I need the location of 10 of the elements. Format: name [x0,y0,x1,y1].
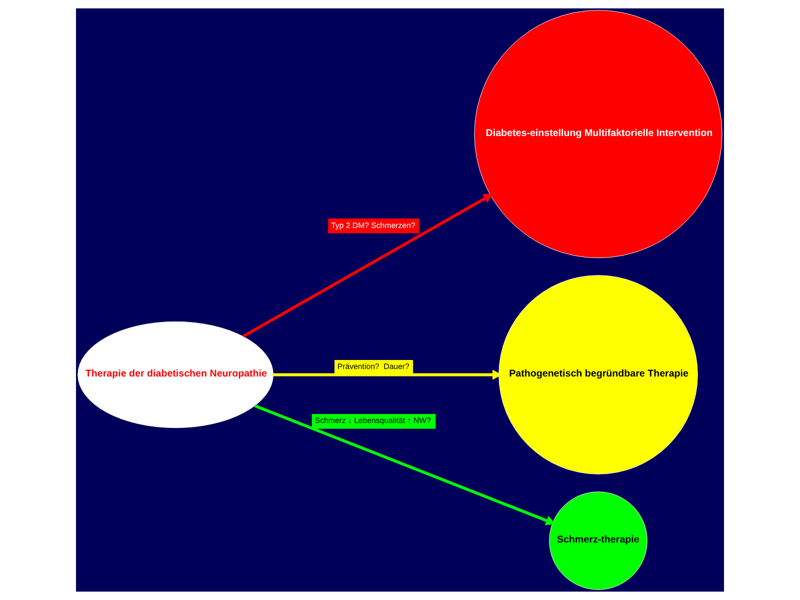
arrow [254,404,556,526]
node-circle: Diabetes-einstellung Multifaktorielle Intervention [474,10,722,258]
edge-label: Prävention? Dauer? [337,362,410,372]
node-ellipse: Therapie der diabetischen Neuropathie [78,321,274,428]
arrow [242,194,494,338]
node-circle: Schmerz-therapie [549,492,648,590]
node-circle: Pathogenetisch begründbare Therapie [498,275,698,474]
edge-label: Typ 2 DM? Schmerzen? [331,220,416,230]
arrow [273,370,502,380]
edge-label: Schmerz ↓ Lebensqualität ↑ NW? [314,416,431,426]
